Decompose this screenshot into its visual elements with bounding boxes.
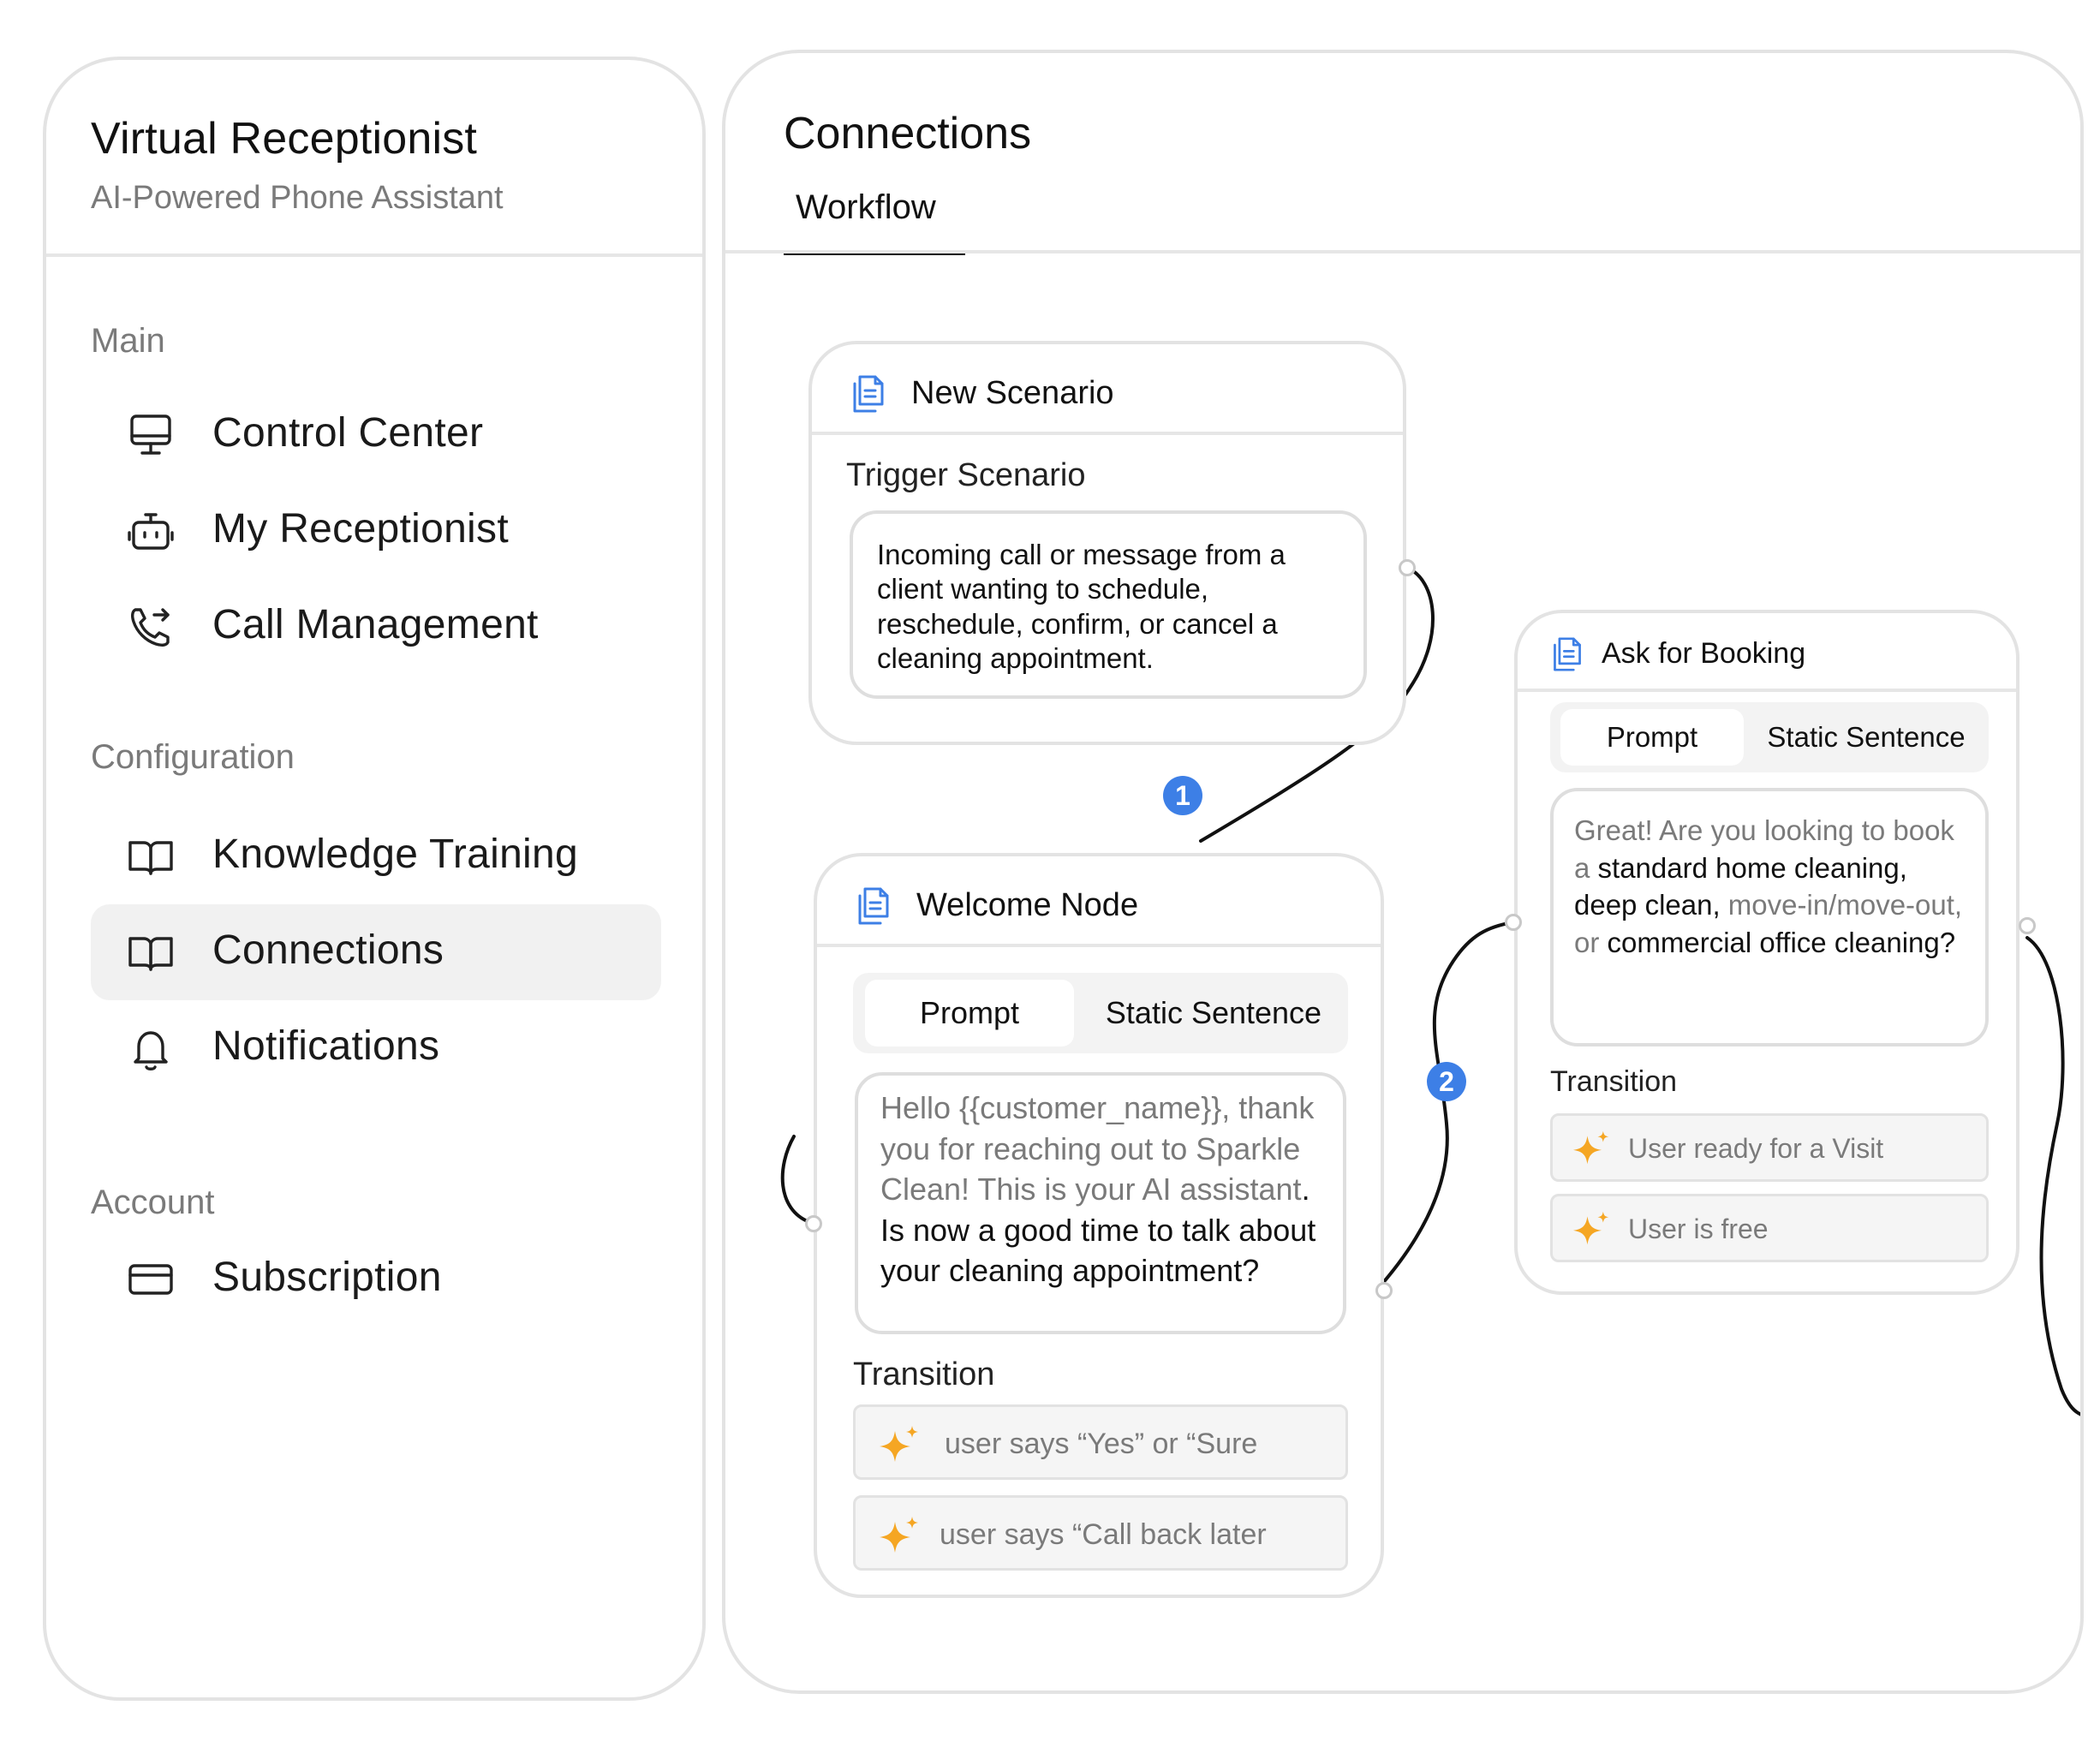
input-port[interactable] [1505,914,1522,931]
node-welcome[interactable]: Welcome Node Prompt Static Sentence Hell… [814,853,1384,1598]
transition-text: user says “Yes” or “Sure [945,1428,1258,1460]
header-divider [725,250,2080,253]
node-header: Ask for Booking [1518,613,2016,692]
prompt-part: commercial office cleaning? [1607,926,1956,958]
transition-item[interactable]: User ready for a Visit [1550,1113,1989,1182]
sparkle-icon [1573,1130,1609,1165]
node-title: Ask for Booking [1602,637,1806,670]
prompt-mode-toggle: Prompt Static Sentence [1550,702,1989,772]
prompt-part: Great! Are you looking to book a [1574,814,1954,884]
transition-label: Transition [1550,1065,1678,1098]
connections-panel: Connections Workflow 1 2 New Scenario Tr… [722,50,2084,1694]
output-port[interactable] [1399,559,1416,576]
prompt-text-placeholder: Hello {{customer_name}}, thank you for r… [880,1090,1315,1207]
prompt-text: Hello {{customer_name}}, thank you for r… [880,1088,1334,1291]
tab-static-sentence[interactable]: Static Sentence [1083,980,1345,1046]
sidebar-item-label: Call Management [212,602,539,647]
section-label-account: Account [91,1184,215,1221]
transition-text: User is free [1628,1213,1769,1244]
prompt-part: standard home cleaning, deep clean, [1574,851,1907,921]
node-title: New Scenario [911,375,1114,411]
phone-call-icon [130,608,170,647]
sidebar-item-label: Notifications [212,1023,440,1069]
section-label-configuration: Configuration [91,738,295,776]
bell-icon [134,1031,168,1070]
sidebar-item-label: Connections [212,927,444,973]
tab-label: Workflow [796,188,936,226]
node-ask-for-booking[interactable]: Ask for Booking Prompt Static Sentence G… [1514,610,2019,1295]
output-port[interactable] [1375,1282,1393,1299]
document-icon [858,887,889,925]
step-badge-2: 2 [1427,1062,1466,1101]
sparkle-icon [880,1517,918,1553]
sidebar-item-connections[interactable]: Connections [91,904,661,1000]
prompt-mode-toggle: Prompt Static Sentence [853,973,1348,1053]
step-badge-1: 1 [1163,776,1202,815]
document-icon [1554,637,1581,671]
tab-prompt[interactable]: Prompt [1560,709,1744,766]
transition-item[interactable]: user says “Call back later [853,1495,1348,1571]
node-header: New Scenario [812,344,1403,435]
document-icon [853,375,884,413]
transition-item[interactable]: User is free [1550,1194,1989,1262]
sidebar-item-call-management[interactable]: Call Management [91,579,661,675]
transition-item[interactable]: user says “Yes” or “Sure [853,1404,1348,1480]
trigger-scenario-text[interactable]: Incoming call or message from a client w… [850,510,1367,699]
connector-welcome-loop [780,1135,811,1224]
sidebar-divider [46,253,702,257]
app-title: Virtual Receptionist [91,114,478,164]
tab-prompt-label: Prompt [919,995,1020,1030]
input-port[interactable] [805,1215,822,1232]
prompt-textarea[interactable]: Great! Are you looking to book a standar… [1550,788,1989,1046]
prompt-text-value: . Is now a good time to talk about your … [880,1172,1316,1289]
book-icon [128,841,173,875]
node-header: Welcome Node [817,856,1381,947]
tab-static-label: Static Sentence [1767,721,1966,753]
tab-static-label: Static Sentence [1105,995,1322,1030]
credit-card-icon [128,1264,173,1295]
sidebar-item-label: My Receptionist [212,506,509,552]
trigger-scenario-label: Trigger Scenario [846,457,1086,493]
sidebar-item-knowledge-training[interactable]: Knowledge Training [91,808,661,904]
sparkle-icon [1573,1211,1609,1245]
sidebar: Virtual Receptionist AI-Powered Phone As… [43,57,706,1701]
sidebar-item-my-receptionist[interactable]: My Receptionist [91,483,661,579]
tab-prompt[interactable]: Prompt [865,980,1074,1046]
transition-label: Transition [853,1356,995,1392]
connector-welcome-to-booking [1375,921,1515,1292]
book-icon [128,937,173,971]
prompt-text: Great! Are you looking to book a standar… [1574,812,1977,961]
monitor-icon [130,414,171,455]
prompt-part: move-in/move-out, or [1574,889,1963,958]
app-subtitle: AI-Powered Phone Assistant [91,180,504,216]
sidebar-item-subscription[interactable]: Subscription [91,1231,661,1327]
prompt-textarea[interactable]: Hello {{customer_name}}, thank you for r… [855,1072,1346,1334]
robot-icon [128,513,174,550]
sidebar-item-label: Knowledge Training [212,832,579,877]
page-title: Connections [784,109,1032,158]
transition-text: User ready for a Visit [1628,1133,1884,1164]
sidebar-item-label: Control Center [212,410,484,456]
tab-prompt-label: Prompt [1606,721,1698,753]
trigger-scenario-content: Incoming call or message from a client w… [877,539,1286,674]
node-new-scenario[interactable]: New Scenario Trigger Scenario Incoming c… [808,341,1406,745]
output-port[interactable] [2019,917,2036,934]
connector-booking-out [2025,936,2080,1416]
tab-static-sentence[interactable]: Static Sentence [1749,709,1984,766]
sparkle-icon [880,1426,918,1462]
node-title: Welcome Node [916,887,1139,923]
sidebar-item-control-center[interactable]: Control Center [91,387,661,483]
sidebar-item-label: Subscription [212,1255,442,1300]
sidebar-item-notifications[interactable]: Notifications [91,1000,661,1096]
section-label-main: Main [91,322,165,360]
transition-text: user says “Call back later [940,1518,1267,1551]
